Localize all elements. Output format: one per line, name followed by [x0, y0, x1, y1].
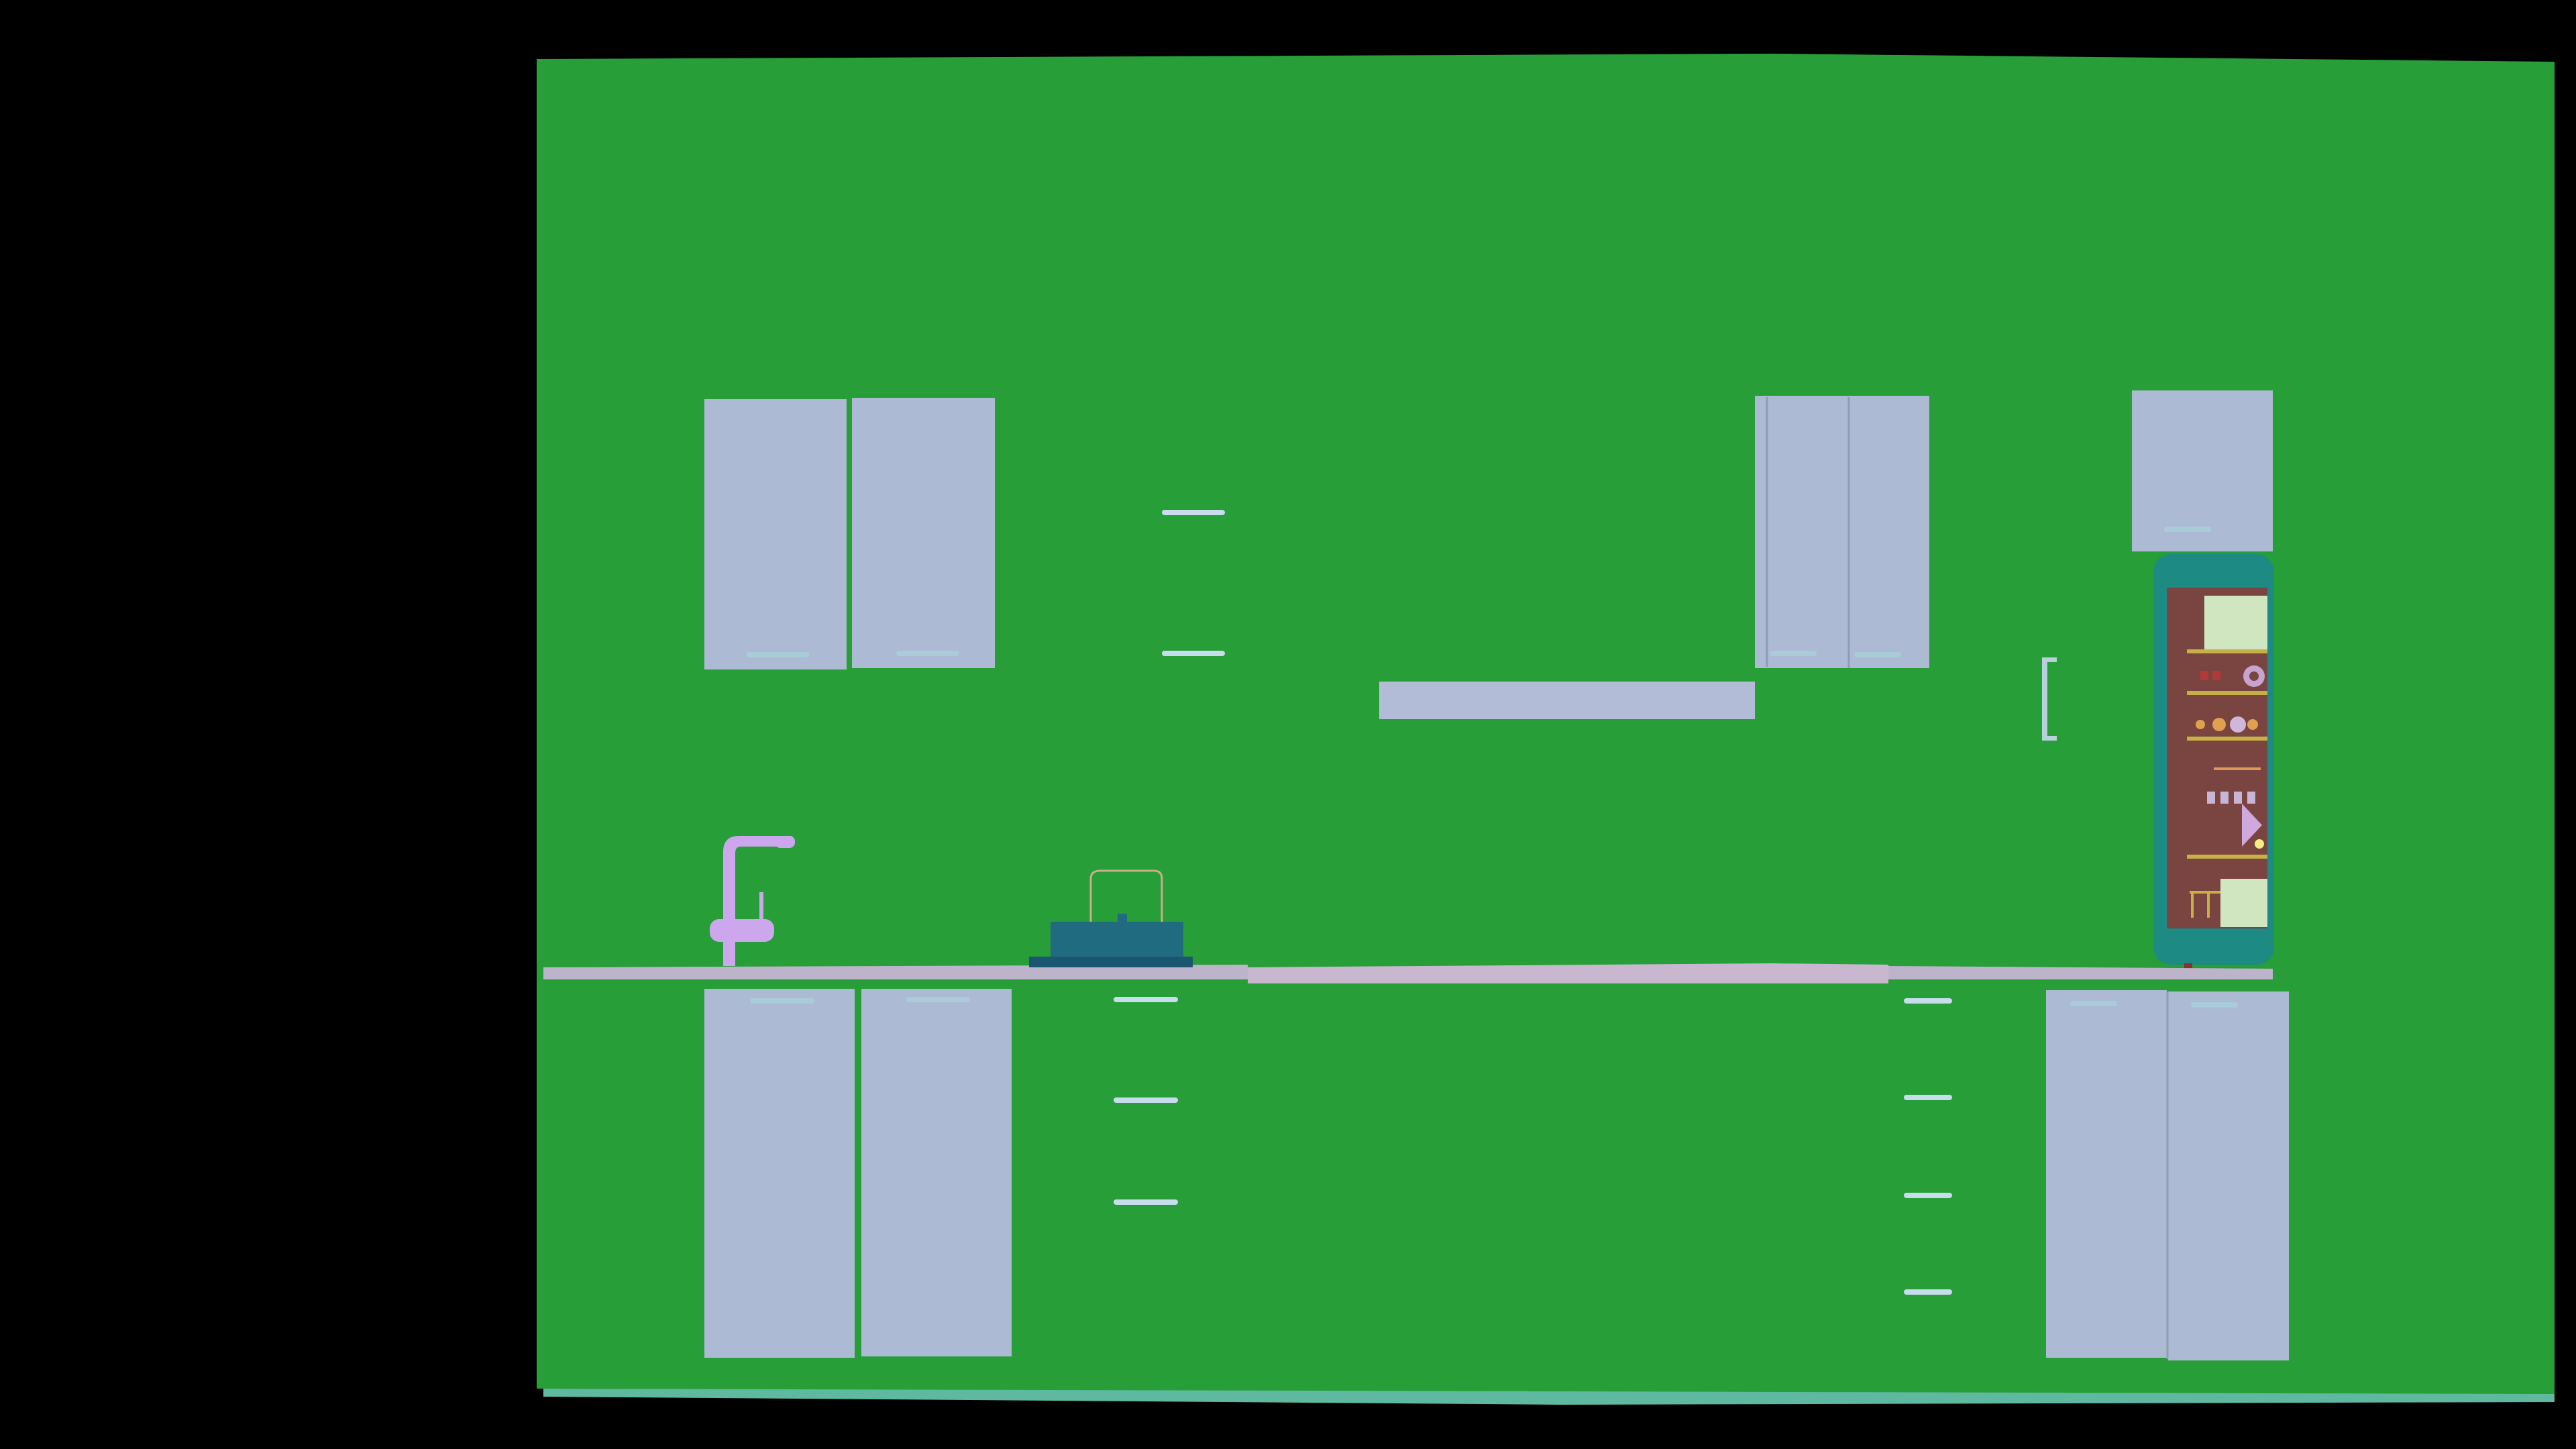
cabinet-door[interactable] — [704, 989, 855, 1358]
fridge-item — [2200, 671, 2208, 680]
cabinet-door[interactable] — [2132, 390, 2273, 551]
kettle-handle[interactable] — [1089, 869, 1163, 923]
drawer-handle[interactable] — [1162, 510, 1225, 515]
fridge-item — [2212, 718, 2226, 731]
cabinet-door[interactable] — [1849, 397, 1929, 668]
cabinet-handle[interactable] — [906, 997, 970, 1002]
cabinet-handle[interactable] — [746, 652, 809, 657]
bracket-top[interactable] — [2042, 657, 2057, 662]
counter-right[interactable] — [1888, 966, 2273, 979]
drawer-handle[interactable] — [1162, 651, 1225, 656]
cabinet-door[interactable] — [2046, 990, 2167, 1358]
upper-cabinet-middle-right[interactable] — [1755, 396, 1929, 668]
faucet-neck[interactable] — [723, 836, 792, 966]
fridge-item — [2255, 839, 2264, 849]
cabinet-door[interactable] — [861, 989, 1012, 1356]
fridge-item — [2207, 891, 2210, 918]
lower-cabinet-right[interactable] — [2046, 990, 2289, 1360]
drawer-handle[interactable] — [1904, 1289, 1952, 1295]
fridge-item — [2196, 720, 2205, 729]
lower-drawer-handles-left[interactable] — [1114, 997, 1178, 1205]
cabinet-handle[interactable] — [2070, 1001, 2117, 1006]
fridge-item — [2212, 671, 2220, 680]
bracket-bottom[interactable] — [2042, 736, 2057, 741]
cabinet-handle[interactable] — [896, 651, 959, 656]
fridge-shelf — [2187, 649, 2267, 653]
fridge-item — [2234, 792, 2242, 804]
fridge-top-container — [2204, 596, 2267, 649]
cabinet-door[interactable] — [852, 398, 995, 668]
drawer-handle[interactable] — [1904, 1095, 1952, 1100]
sink-faucet[interactable] — [710, 836, 795, 966]
fridge-item — [2220, 792, 2229, 804]
fridge-item — [2214, 767, 2261, 770]
fridge-item — [2247, 792, 2255, 804]
door-handle-bracket[interactable] — [2042, 657, 2057, 741]
lower-cabinet-left[interactable] — [704, 989, 1012, 1358]
bracket-bar[interactable] — [2042, 657, 2047, 741]
fridge-item — [2247, 719, 2258, 730]
fridge-item — [2191, 891, 2194, 918]
fridge-shelf — [2187, 737, 2267, 741]
fridge-item — [2242, 804, 2262, 847]
range-hood[interactable] — [1379, 682, 1755, 719]
fridge-item — [2207, 792, 2215, 804]
cabinet-door[interactable] — [2168, 991, 2289, 1360]
drawer-handle[interactable] — [1114, 1097, 1178, 1103]
cabinet-handle[interactable] — [1770, 651, 1817, 656]
countertop[interactable] — [543, 963, 2273, 983]
drawer-handle[interactable] — [1114, 997, 1178, 1002]
kettle-knob[interactable] — [1118, 914, 1127, 923]
counter-left[interactable] — [543, 965, 1248, 979]
drawer-handle[interactable] — [1904, 1193, 1952, 1198]
upper-cabinet-above-fridge[interactable] — [2132, 390, 2273, 551]
fridge-item — [2230, 716, 2246, 733]
kettle-body[interactable] — [1051, 922, 1183, 959]
wall-drawer-handles-left[interactable] — [1162, 510, 1225, 656]
drawer-handle[interactable] — [1904, 998, 1952, 1004]
floor-strip — [543, 1389, 2555, 1405]
cabinet-handle[interactable] — [2164, 527, 2211, 532]
faucet-base[interactable] — [710, 919, 774, 942]
kettle[interactable] — [1029, 869, 1193, 967]
refrigerator-open[interactable] — [2153, 554, 2274, 971]
faucet-tip[interactable] — [775, 836, 795, 848]
counter-middle[interactable] — [1248, 963, 1888, 983]
upper-cabinet-left[interactable] — [704, 398, 995, 669]
lower-drawer-handles-right[interactable] — [1904, 998, 1952, 1295]
cabinet-handle[interactable] — [2191, 1002, 2238, 1008]
faucet-lever[interactable] — [759, 892, 763, 923]
fridge-item — [2220, 879, 2267, 927]
drawer-handle[interactable] — [1114, 1199, 1178, 1205]
fridge-item — [2249, 672, 2259, 681]
fridge-shelf — [2187, 691, 2267, 695]
cabinet-handle[interactable] — [750, 998, 814, 1004]
fridge-shelf — [2187, 855, 2267, 859]
cabinet-handle[interactable] — [1854, 652, 1901, 657]
cabinet-door[interactable] — [704, 399, 847, 669]
kettle-base[interactable] — [1029, 957, 1193, 967]
